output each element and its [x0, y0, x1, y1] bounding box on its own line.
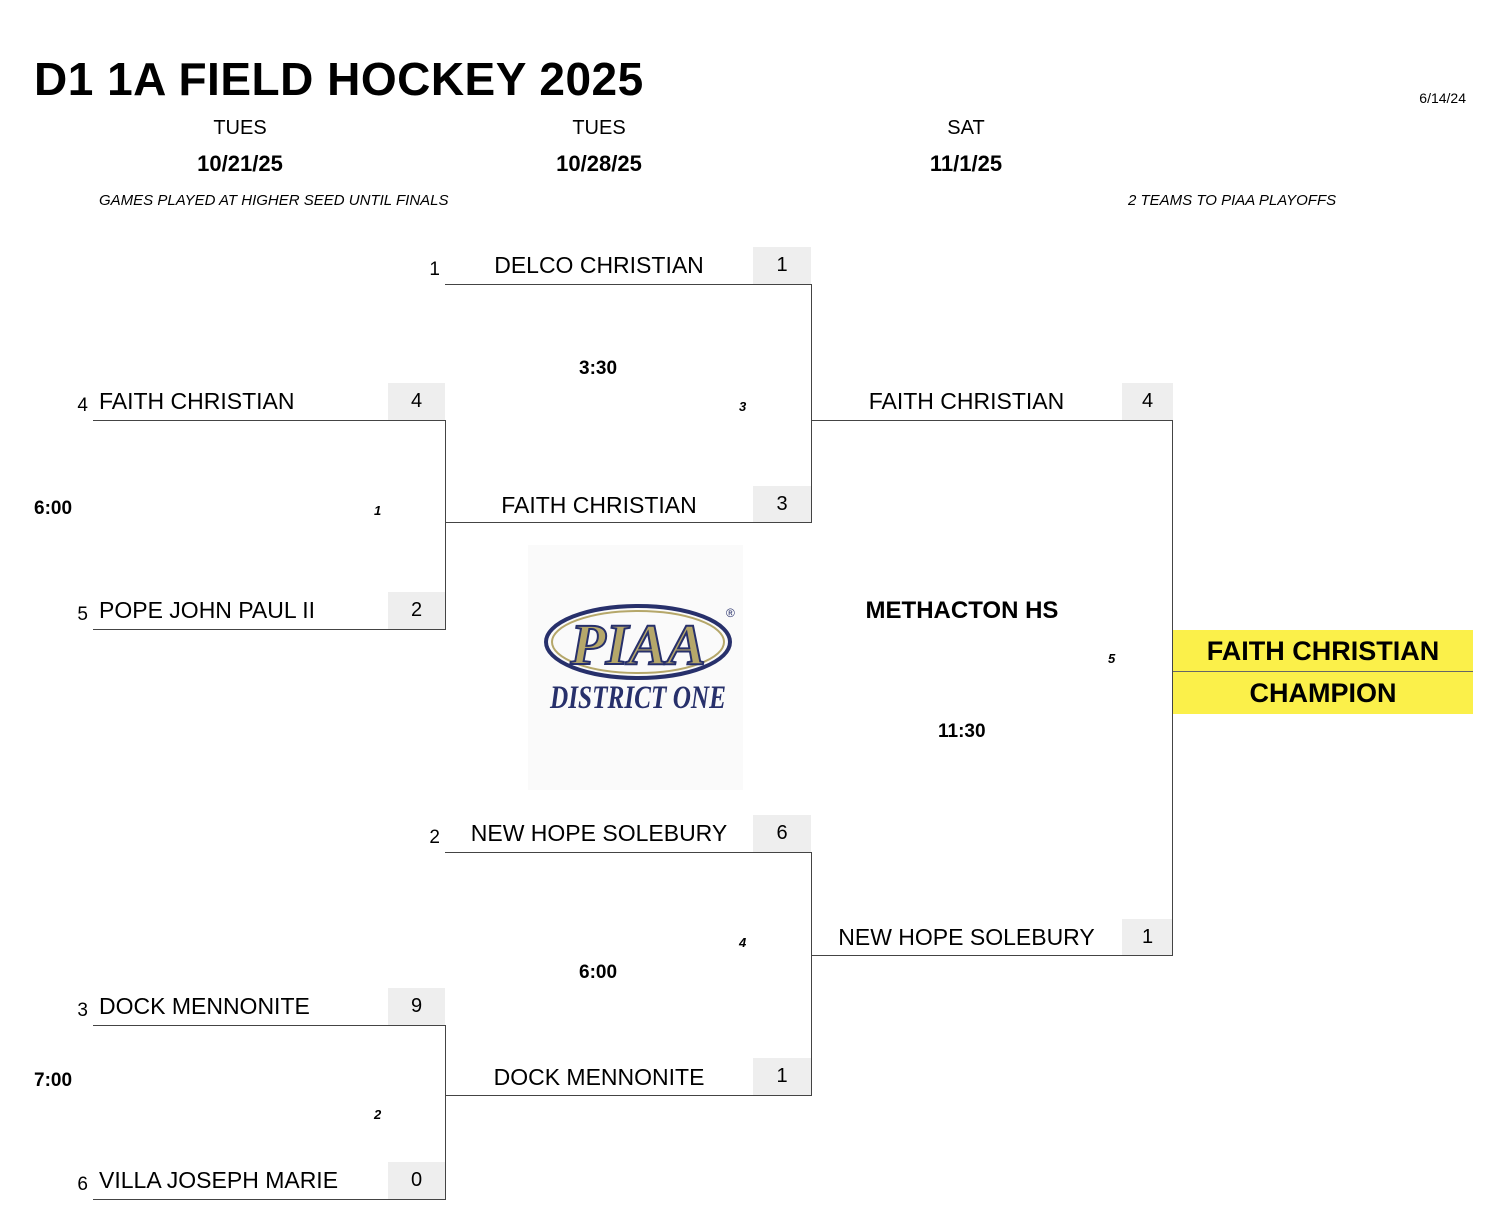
- game-number: 1: [374, 503, 382, 518]
- score-box: 3: [753, 486, 811, 523]
- bracket-line: [445, 852, 812, 853]
- seed: 6: [77, 1174, 88, 1195]
- seed: 4: [77, 395, 88, 416]
- note-higher-seed: GAMES PLAYED AT HIGHER SEED UNTIL FINALS: [99, 192, 449, 209]
- champion-divider: [1173, 671, 1473, 672]
- round3-day: SAT: [947, 117, 985, 139]
- piaa-district-one-logo: PIAA ® DISTRICT ONE: [528, 545, 743, 790]
- game-number: 3: [739, 399, 747, 414]
- logo-piaa-text: PIAA: [569, 612, 705, 677]
- game-time: 7:00: [34, 1070, 73, 1091]
- round2-day: TUES: [572, 117, 626, 139]
- bracket-connector: [811, 852, 812, 1095]
- round2-date: 10/28/25: [556, 151, 642, 176]
- score-box: 0: [388, 1162, 445, 1199]
- bracket-line: [811, 420, 1173, 421]
- game-number: 2: [374, 1107, 382, 1122]
- bracket-connector: [1172, 420, 1173, 955]
- seed: 3: [77, 1000, 88, 1021]
- score-box: 1: [1122, 919, 1173, 955]
- game-number: 4: [739, 935, 747, 950]
- team-name: DOCK MENNONITE: [493, 1064, 705, 1090]
- page-title: D1 1A FIELD HOCKEY 2025: [34, 53, 644, 105]
- seed: 1: [429, 259, 440, 280]
- game-time: 3:30: [579, 358, 618, 379]
- game-time: 11:30: [938, 721, 986, 742]
- seed: 2: [429, 827, 440, 848]
- bracket-line: [93, 1025, 446, 1026]
- team-name: VILLA JOSEPH MARIE: [99, 1167, 339, 1193]
- game-number: 5: [1108, 651, 1116, 666]
- team-name: NEW HOPE SOLEBURY: [470, 820, 728, 846]
- bracket-connector: [445, 1025, 446, 1199]
- bracket-line: [811, 955, 1173, 956]
- bracket-connector: [811, 284, 812, 522]
- team-name: DELCO CHRISTIAN: [494, 252, 704, 278]
- team-name: DOCK MENNONITE: [99, 993, 310, 1019]
- bracket-line: [93, 1199, 446, 1200]
- team-name: POPE JOHN PAUL II: [99, 597, 315, 623]
- round3-date: 11/1/25: [929, 151, 1003, 176]
- champion-team: FAITH CHRISTIAN: [1206, 636, 1440, 666]
- score-box: 4: [388, 383, 445, 420]
- round1-day: TUES: [213, 117, 267, 139]
- score-box: 1: [753, 1058, 811, 1095]
- team-name: FAITH CHRISTIAN: [99, 388, 295, 414]
- final-venue: METHACTON HS: [865, 597, 1059, 624]
- game-time: 6:00: [34, 498, 73, 519]
- round1-date: 10/21/25: [197, 151, 283, 176]
- bracket-line: [445, 284, 812, 285]
- bracket-connector: [445, 420, 446, 629]
- bracket-line: [445, 522, 812, 523]
- team-name: NEW HOPE SOLEBURY: [838, 924, 1095, 950]
- score-box: 4: [1122, 383, 1173, 420]
- note-piaa-playoffs: 2 TEAMS TO PIAA PLAYOFFS: [1128, 192, 1337, 209]
- score-box: 2: [388, 592, 445, 629]
- score-box: 1: [753, 247, 811, 284]
- game-time: 6:00: [579, 962, 618, 983]
- date-stamp: 6/14/24: [1419, 90, 1466, 106]
- bracket-line: [445, 1095, 812, 1096]
- team-name: FAITH CHRISTIAN: [868, 388, 1065, 414]
- logo-registered-mark: ®: [726, 606, 735, 620]
- champion-box: FAITH CHRISTIAN CHAMPION: [1173, 630, 1473, 714]
- seed: 5: [77, 604, 88, 625]
- bracket-line: [93, 629, 446, 630]
- champion-label: CHAMPION: [1249, 678, 1397, 708]
- score-box: 9: [388, 988, 445, 1025]
- logo-district-one-text: DISTRICT ONE: [549, 680, 726, 716]
- logo-graphic: PIAA ® DISTRICT ONE: [544, 604, 735, 716]
- team-name: FAITH CHRISTIAN: [501, 492, 697, 518]
- score-box: 6: [753, 815, 811, 852]
- bracket-line: [93, 420, 446, 421]
